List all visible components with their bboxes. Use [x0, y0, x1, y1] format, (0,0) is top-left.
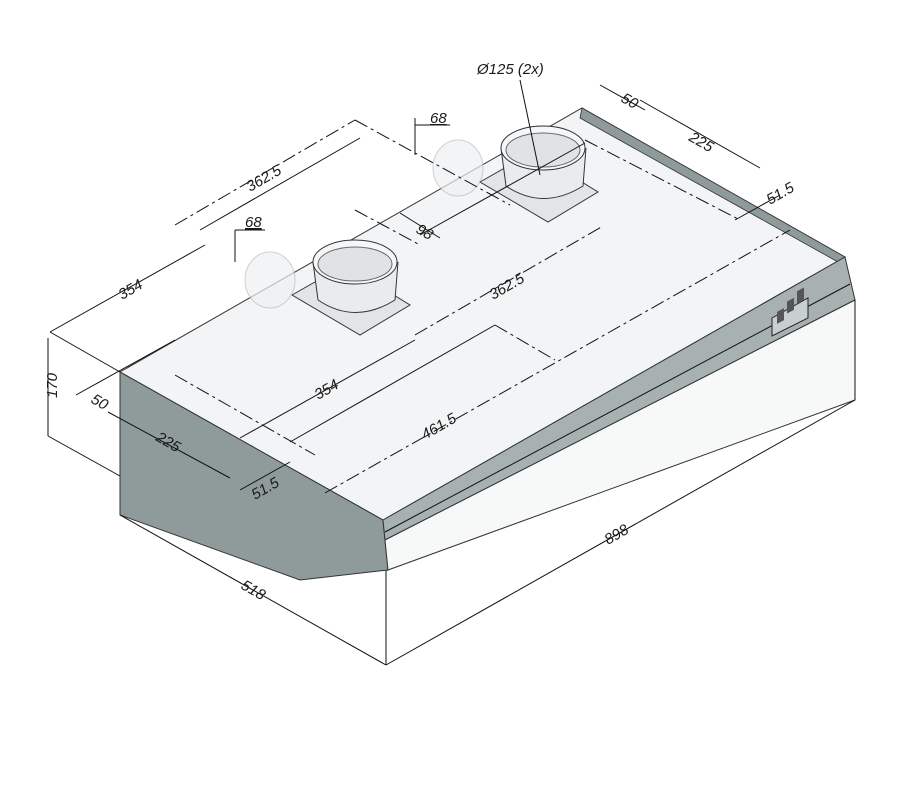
- dim-rear-68: 68: [430, 110, 447, 127]
- dim-front-50: 50: [88, 391, 112, 414]
- centerline-long: [324, 229, 791, 494]
- dimension-lines: [47, 79, 856, 666]
- dim-front-68: 68: [245, 214, 262, 231]
- dim-back-50: 50: [618, 90, 642, 113]
- control-buttons[interactable]: [771, 287, 809, 337]
- dim-depth-518: 518: [238, 577, 269, 605]
- dim-back-225: 225: [685, 128, 717, 156]
- dim-height-170: 170: [44, 372, 61, 398]
- centerline-center: [494, 324, 556, 361]
- centerline-duct-front: [354, 209, 421, 246]
- duct-rear: [432, 125, 599, 223]
- dim-top-362-5: 362.5: [244, 162, 286, 196]
- centerline-left: [174, 374, 316, 456]
- centerline-ducts: [414, 225, 604, 336]
- hood-left-face: [119, 371, 389, 581]
- centerline-right: [584, 139, 741, 221]
- dim-duct-diameter: Ø125 (2x): [476, 61, 544, 78]
- dim-98: 98: [413, 221, 437, 244]
- dim-back-51-5: 51.5: [764, 179, 798, 209]
- centerline-top: [174, 119, 356, 226]
- duct-front: [244, 239, 411, 336]
- centerline-duct-rear: [354, 119, 511, 206]
- dim-width-898: 898: [602, 521, 633, 549]
